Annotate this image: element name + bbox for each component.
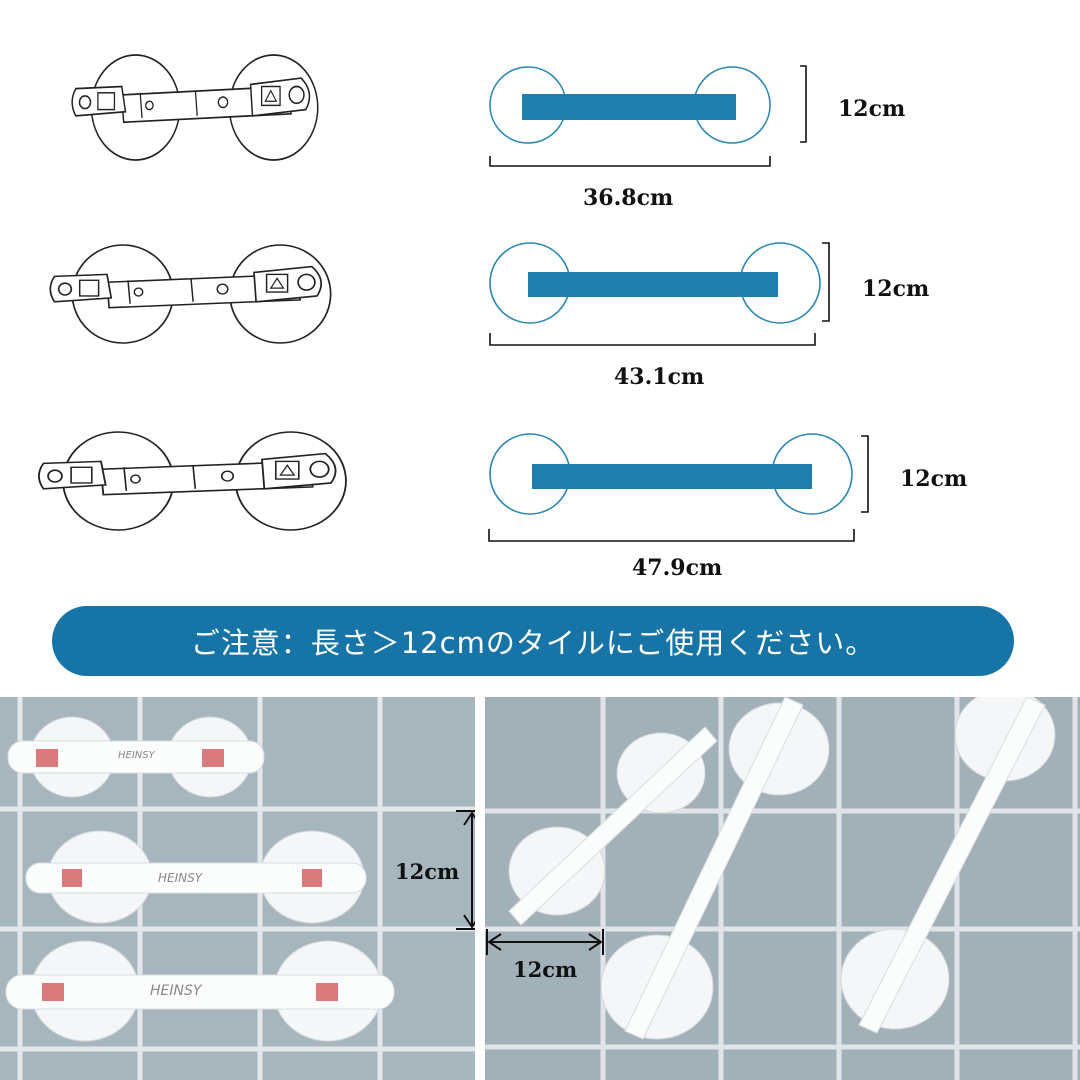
size-diagram	[37, 54, 869, 542]
notice-banner: ご注意：長さ＞12cmのタイルにご使用ください。	[52, 606, 1014, 676]
width-label-1: 36.8cm	[583, 185, 674, 211]
height-label-1: 12cm	[838, 96, 906, 122]
brand-label-long: HEINSY	[150, 983, 202, 999]
handle-photo-diagonal-2	[600, 697, 830, 1040]
dimension-diagram-3	[488, 433, 869, 542]
brand-label-medium: HEINSY	[158, 871, 203, 885]
dimension-diagram-1	[489, 65, 807, 167]
height-label-3: 12cm	[900, 466, 968, 492]
photo-diagonal-handles: 12cm	[485, 697, 1080, 1080]
handle-photo-diagonal-1	[508, 726, 718, 926]
dimension-diagram-2	[489, 242, 830, 346]
handle-photo-long	[5, 940, 395, 1042]
handle-photo-diagonal-3	[840, 697, 1056, 1034]
handle-sketch-2	[49, 244, 332, 344]
handle-sketch-3	[37, 431, 347, 531]
width-label-3: 47.9cm	[632, 555, 723, 581]
handle-photo-short	[7, 716, 265, 798]
handle-photo-medium	[25, 830, 367, 924]
photo-horizontal-handles: HEINSY HEINSY HEINSY 12cm	[0, 697, 475, 1080]
height-label-2: 12cm	[862, 276, 930, 302]
measure-label-vertical: 12cm	[395, 859, 460, 884]
horizontal-measure-arrow	[486, 929, 604, 955]
vertical-measure-arrow	[456, 810, 475, 930]
notice-text: ご注意：長さ＞12cmのタイルにご使用ください。	[190, 626, 876, 660]
measure-label-horizontal: 12cm	[513, 957, 578, 982]
brand-label-short: HEINSY	[118, 750, 155, 761]
handle-sketch-1	[71, 54, 319, 161]
width-label-2: 43.1cm	[614, 364, 705, 390]
